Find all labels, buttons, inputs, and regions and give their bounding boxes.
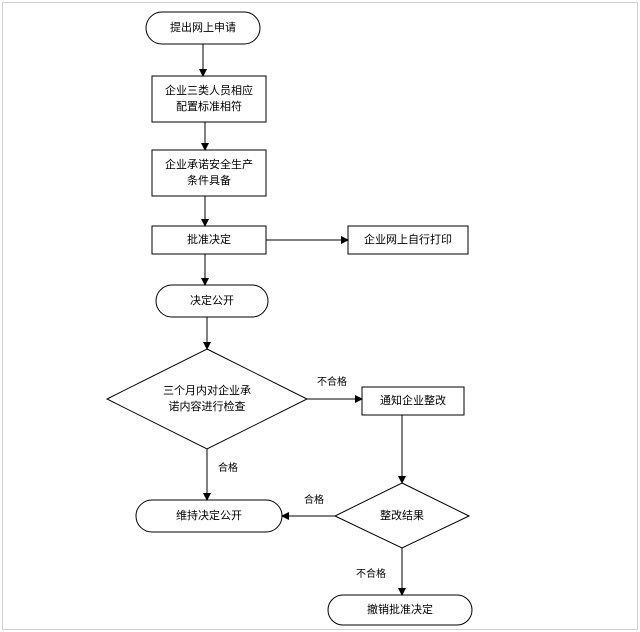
rectify-pass-label: 合格 bbox=[304, 495, 324, 506]
approval-node-shape bbox=[151, 225, 267, 255]
rectify-result-node-label: 整改结果 bbox=[380, 509, 424, 522]
self-print-node-shape bbox=[347, 225, 469, 255]
submit-node-label: 提出网上申请 bbox=[170, 21, 236, 34]
publicize-node-shape bbox=[155, 284, 269, 318]
revoke-node-label: 撤销批准决定 bbox=[367, 603, 433, 616]
inspection-fail-label: 不合格 bbox=[317, 377, 347, 388]
publicize-node-label: 决定公开 bbox=[190, 294, 234, 307]
inspection-node-label: 三个月内对企业承 诺内容进行检查 bbox=[163, 384, 251, 413]
staffing-node-label: 企业三类人员相应 配置标准相符 bbox=[165, 84, 253, 113]
rectify-notice-node-label: 通知企业整改 bbox=[380, 394, 446, 407]
maintain-node-label: 维持决定公开 bbox=[176, 509, 242, 522]
rectify-fail-label: 不合格 bbox=[356, 569, 386, 580]
self-print-node-label: 企业网上自行打印 bbox=[364, 233, 452, 246]
approval-node-label: 批准决定 bbox=[187, 233, 231, 246]
commitment-node-shape bbox=[151, 149, 267, 197]
inspection-pass-label: 合格 bbox=[218, 463, 238, 474]
staffing-node-shape bbox=[151, 75, 267, 123]
commitment-node-label: 企业承诺安全生产 条件具备 bbox=[165, 158, 253, 187]
